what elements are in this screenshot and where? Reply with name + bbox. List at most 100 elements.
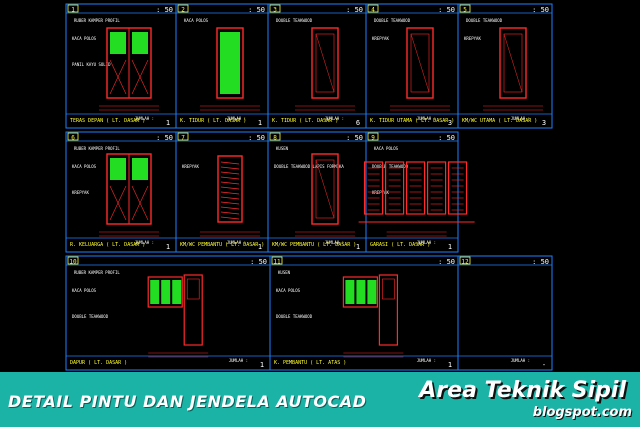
glass-pane xyxy=(345,280,355,304)
count-label: JUMLAH : xyxy=(229,358,248,363)
head-label: RUBER KAMPER PROFIL xyxy=(74,270,120,275)
louver-slat xyxy=(220,181,240,185)
head-label: RUBER KAMPER PROFIL xyxy=(74,18,120,23)
door-frame xyxy=(311,153,339,225)
side-label: DOUBLE TEAKWOOD xyxy=(276,314,313,319)
sheet-scale: : 50 xyxy=(156,134,173,142)
side-label: DOUBLE TEAKWOOD LAPIS FORMIKA xyxy=(274,164,344,169)
sheet-number-box xyxy=(67,256,79,265)
head-label: DOUBLE TEAKWOOD xyxy=(466,18,503,23)
louver-slat xyxy=(220,186,240,190)
count-value: 1 xyxy=(258,243,262,251)
panel-diagonal xyxy=(410,33,430,93)
sheet-number: 4 xyxy=(371,7,375,14)
side-label: KREPYAK xyxy=(372,36,389,41)
sheet-border xyxy=(457,3,553,129)
glass-pane xyxy=(150,280,160,304)
door-panel xyxy=(410,33,430,93)
louver-slat xyxy=(220,216,240,220)
sheet-number-box xyxy=(269,4,281,13)
sheet-scale: : 50 xyxy=(438,258,455,266)
sheet-scale: : 50 xyxy=(532,258,549,266)
door-frame xyxy=(378,274,398,346)
glass-pane xyxy=(172,280,182,304)
sheet-scale: : 50 xyxy=(250,258,267,266)
sheet-scale: : 50 xyxy=(532,6,549,14)
louver-slat xyxy=(220,171,240,175)
sheet-number-box xyxy=(67,132,79,141)
sheet-number-box xyxy=(177,132,189,141)
drawing-sheet-5: 5 : 50 DOUBLE TEAKWOOD KREPYAK KM/WC UTAMA (… xyxy=(457,3,553,129)
door-frame xyxy=(406,27,434,99)
side-label: DOUBLE TEAKWOOD xyxy=(72,314,109,319)
sheet-title: K. TIDUR ( LT. DASAR ) xyxy=(272,118,338,124)
sheet-number-box xyxy=(177,4,189,13)
sheet-title: DAPUR ( LT. DASAR ) xyxy=(70,360,127,366)
sheet-title: TERAS DEPAN ( LT. DASAR ) xyxy=(70,118,145,124)
count-label: JUMLAH : xyxy=(227,116,246,121)
glass-pane xyxy=(356,280,366,304)
count-value: 1 xyxy=(258,119,262,127)
sheet-number: 11 xyxy=(273,259,281,266)
sheet-title: KM/WC PEMBANTU ( LT. DASAR ) xyxy=(272,242,356,248)
door-panel xyxy=(315,159,335,219)
sheet-number-box xyxy=(269,132,281,141)
door-frame xyxy=(311,27,339,99)
sheet-scale: : 50 xyxy=(438,6,455,14)
glass-pane xyxy=(220,32,240,94)
sheet-number: 8 xyxy=(273,135,277,142)
side-label: KACA POLOS xyxy=(72,288,97,293)
window-frame xyxy=(342,276,378,308)
brand-logo-text: Area Teknik Sipil xyxy=(419,378,626,403)
glass-pane xyxy=(110,158,126,180)
louver-slat xyxy=(220,206,240,210)
sheet-number: 5 xyxy=(463,7,467,14)
glass-pane xyxy=(367,280,377,304)
sheet-scale: : 50 xyxy=(248,6,265,14)
count-label: JUMLAH : xyxy=(511,358,530,363)
louver-slat xyxy=(220,196,240,200)
door-panel xyxy=(503,33,523,93)
count-label: JUMLAH : xyxy=(417,240,436,245)
count-label: JUMLAH : xyxy=(325,116,344,121)
panel-diagonal xyxy=(131,185,149,221)
sheet-number: 1 xyxy=(71,7,75,14)
count-label: JUMLAH : xyxy=(135,116,154,121)
count-value: 1 xyxy=(448,243,452,251)
louver-slat xyxy=(220,176,240,180)
count-value: 1 xyxy=(166,119,170,127)
garage-leaf xyxy=(427,161,447,215)
banner-title: DETAIL PINTU DAN JENDELA AUTOCAD xyxy=(8,392,367,411)
sheet-number-box xyxy=(459,256,471,265)
garage-leaf xyxy=(385,161,405,215)
count-value: 3 xyxy=(542,119,546,127)
sheet-number: 3 xyxy=(273,7,277,14)
sheet-number-box xyxy=(271,256,283,265)
sheet-title: K. TIDUR ( LT. DASAR ) xyxy=(180,118,246,124)
glass-pane xyxy=(110,32,126,54)
side-label: KACA POLOS xyxy=(72,164,97,169)
head-label: DOUBLE TEAKWOOD xyxy=(276,18,313,23)
door-frame xyxy=(217,155,243,223)
door-panel xyxy=(382,278,395,300)
side-label: KREPYAK xyxy=(464,36,481,41)
sheet-title: KM/WC UTAMA ( LT. DASAR ) xyxy=(462,118,537,124)
garage-leaf xyxy=(364,161,384,215)
count-value: 1 xyxy=(166,243,170,251)
sheet-scale: : 50 xyxy=(346,134,363,142)
louver-slat xyxy=(220,166,240,170)
sheet-scale: : 50 xyxy=(248,134,265,142)
glass-pane xyxy=(132,32,148,54)
door-frame xyxy=(499,27,527,99)
banner-strip xyxy=(0,372,640,427)
sheet-title: KM/WC PEMBANTU ( LT. DASAR ) xyxy=(180,242,264,248)
sheet-title: GARASI ( LT. DASAR ) xyxy=(370,242,430,248)
head-label: DOUBLE TEAKWOOD xyxy=(374,18,411,23)
